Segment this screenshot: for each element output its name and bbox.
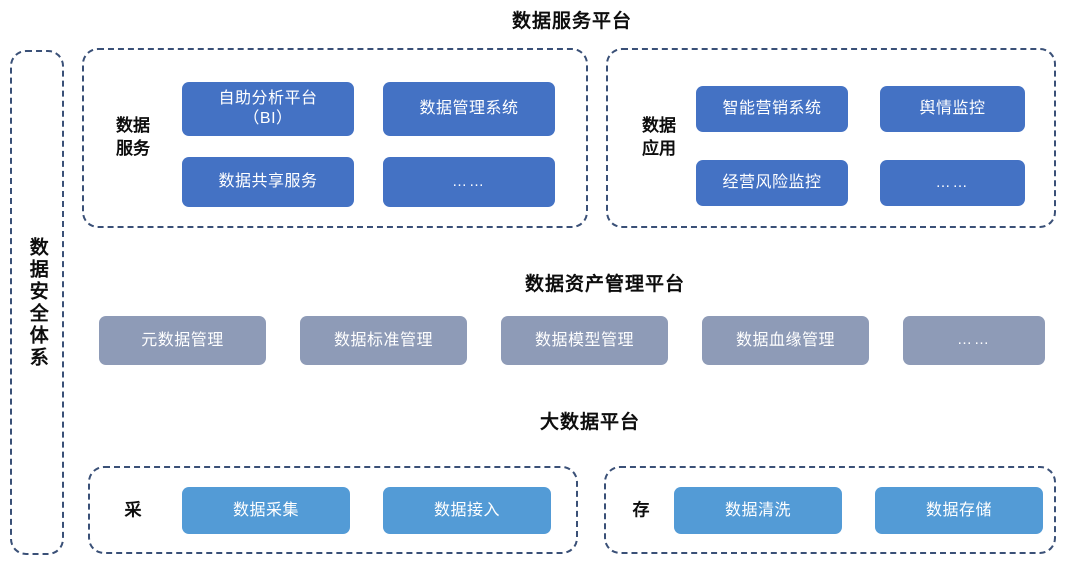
chip-self-service-analytics-bi[interactable]: 自助分析平台 （BI）: [182, 82, 354, 136]
chip-data-collection[interactable]: 数据采集: [182, 487, 350, 534]
security-system-label: 数据安全体系: [26, 236, 48, 369]
group-label-collect: 采: [124, 500, 142, 520]
chip-data-management-system[interactable]: 数据管理系统: [383, 82, 555, 136]
chip-business-risk-monitoring[interactable]: 经营风险监控: [696, 160, 848, 206]
group-label-data-application: 数据 应用: [642, 116, 676, 158]
group-label-store: 存: [632, 500, 650, 520]
chip-data-storage[interactable]: 数据存储: [875, 487, 1043, 534]
chip-public-opinion-monitoring[interactable]: 舆情监控: [880, 86, 1025, 132]
group-label-data-service: 数据 服务: [116, 116, 150, 158]
title-data-service-platform: 数据服务平台: [511, 11, 633, 32]
chip-intelligent-marketing-system[interactable]: 智能营销系统: [696, 86, 848, 132]
title-bigdata-platform: 大数据平台: [539, 412, 641, 433]
chip-data-service-more[interactable]: ……: [383, 157, 555, 207]
chip-data-sharing-service[interactable]: 数据共享服务: [182, 157, 354, 207]
chip-data-model-management[interactable]: 数据模型管理: [501, 316, 668, 365]
chip-asset-management-more[interactable]: ……: [903, 316, 1045, 365]
chip-metadata-management[interactable]: 元数据管理: [99, 316, 266, 365]
chip-data-standard-management[interactable]: 数据标准管理: [300, 316, 467, 365]
chip-data-application-more[interactable]: ……: [880, 160, 1025, 206]
chip-data-ingestion[interactable]: 数据接入: [383, 487, 551, 534]
security-system-band[interactable]: 数据安全体系: [10, 50, 64, 555]
title-data-asset-platform: 数据资产管理平台: [524, 274, 686, 295]
chip-data-cleansing[interactable]: 数据清洗: [674, 487, 842, 534]
chip-data-lineage-management[interactable]: 数据血缘管理: [702, 316, 869, 365]
